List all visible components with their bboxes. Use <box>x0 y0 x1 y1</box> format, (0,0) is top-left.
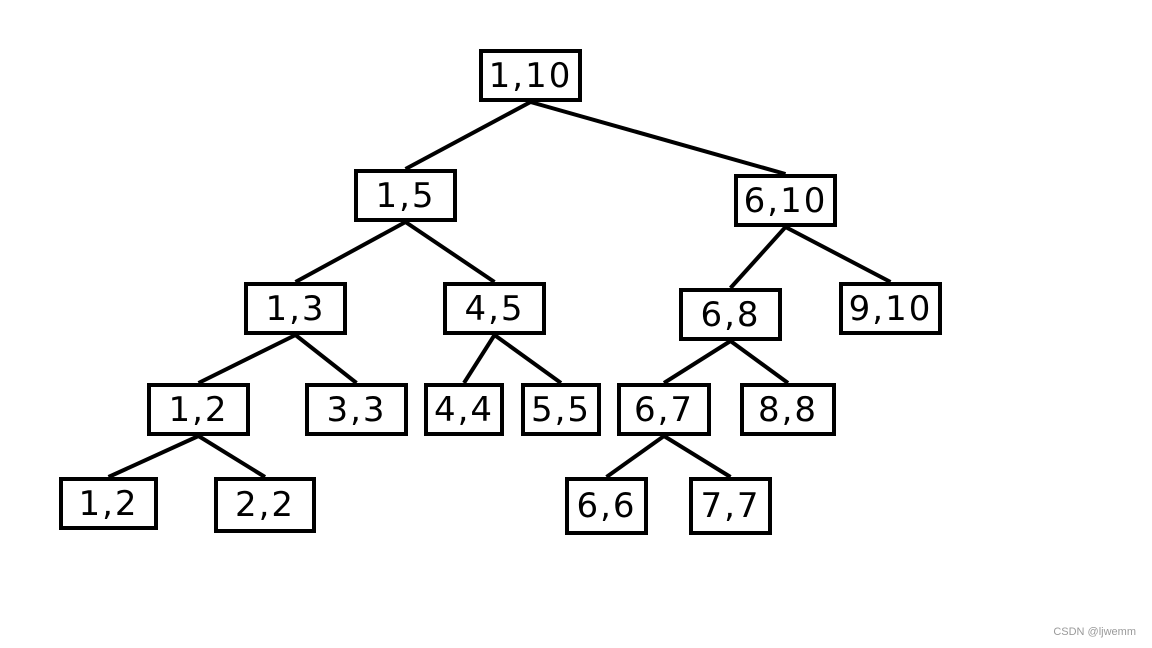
node-6-8: 6,8 <box>679 288 782 341</box>
node-1-2-leaf: 1,2 <box>59 477 158 530</box>
node-8-8: 8,8 <box>740 383 836 436</box>
edge-n-6-10-n-9-10 <box>784 225 892 284</box>
node-2-2: 2,2 <box>214 477 316 533</box>
edge-n-6-8-n-6-7 <box>662 339 732 385</box>
edge-n-4-5-n-4-4 <box>462 333 497 385</box>
edge-n-6-10-n-6-8 <box>729 225 787 290</box>
node-9-10: 9,10 <box>839 282 942 335</box>
edge-n-1-3-n-3-3 <box>294 333 358 385</box>
node-6-10: 6,10 <box>734 174 837 227</box>
edge-n-1-2-n-1-2b <box>107 434 200 479</box>
node-1-10: 1,10 <box>479 49 582 102</box>
node-7-7: 7,7 <box>689 477 772 535</box>
edge-n-1-10-n-1-5 <box>404 100 532 171</box>
edge-n-6-7-n-6-6 <box>605 434 666 479</box>
watermark-text: CSDN @ljwemm <box>1053 626 1136 638</box>
edge-n-6-7-n-7-7 <box>662 434 732 479</box>
node-6-7: 6,7 <box>617 383 711 436</box>
node-6-6: 6,6 <box>565 477 648 535</box>
edge-n-6-8-n-8-8 <box>729 339 790 385</box>
node-1-3: 1,3 <box>244 282 347 335</box>
edge-n-1-10-n-6-10 <box>529 100 787 176</box>
edge-n-4-5-n-5-5 <box>493 333 563 385</box>
node-3-3: 3,3 <box>305 383 408 436</box>
edge-n-1-5-n-1-3 <box>294 220 407 284</box>
edge-n-1-3-n-1-2 <box>197 333 297 385</box>
node-1-5: 1,5 <box>354 169 457 222</box>
node-5-5: 5,5 <box>521 383 601 436</box>
node-1-2: 1,2 <box>147 383 250 436</box>
edge-n-1-5-n-4-5 <box>404 220 496 284</box>
edge-n-1-2-n-2-2 <box>197 434 267 479</box>
node-4-5: 4,5 <box>443 282 546 335</box>
node-4-4: 4,4 <box>424 383 504 436</box>
